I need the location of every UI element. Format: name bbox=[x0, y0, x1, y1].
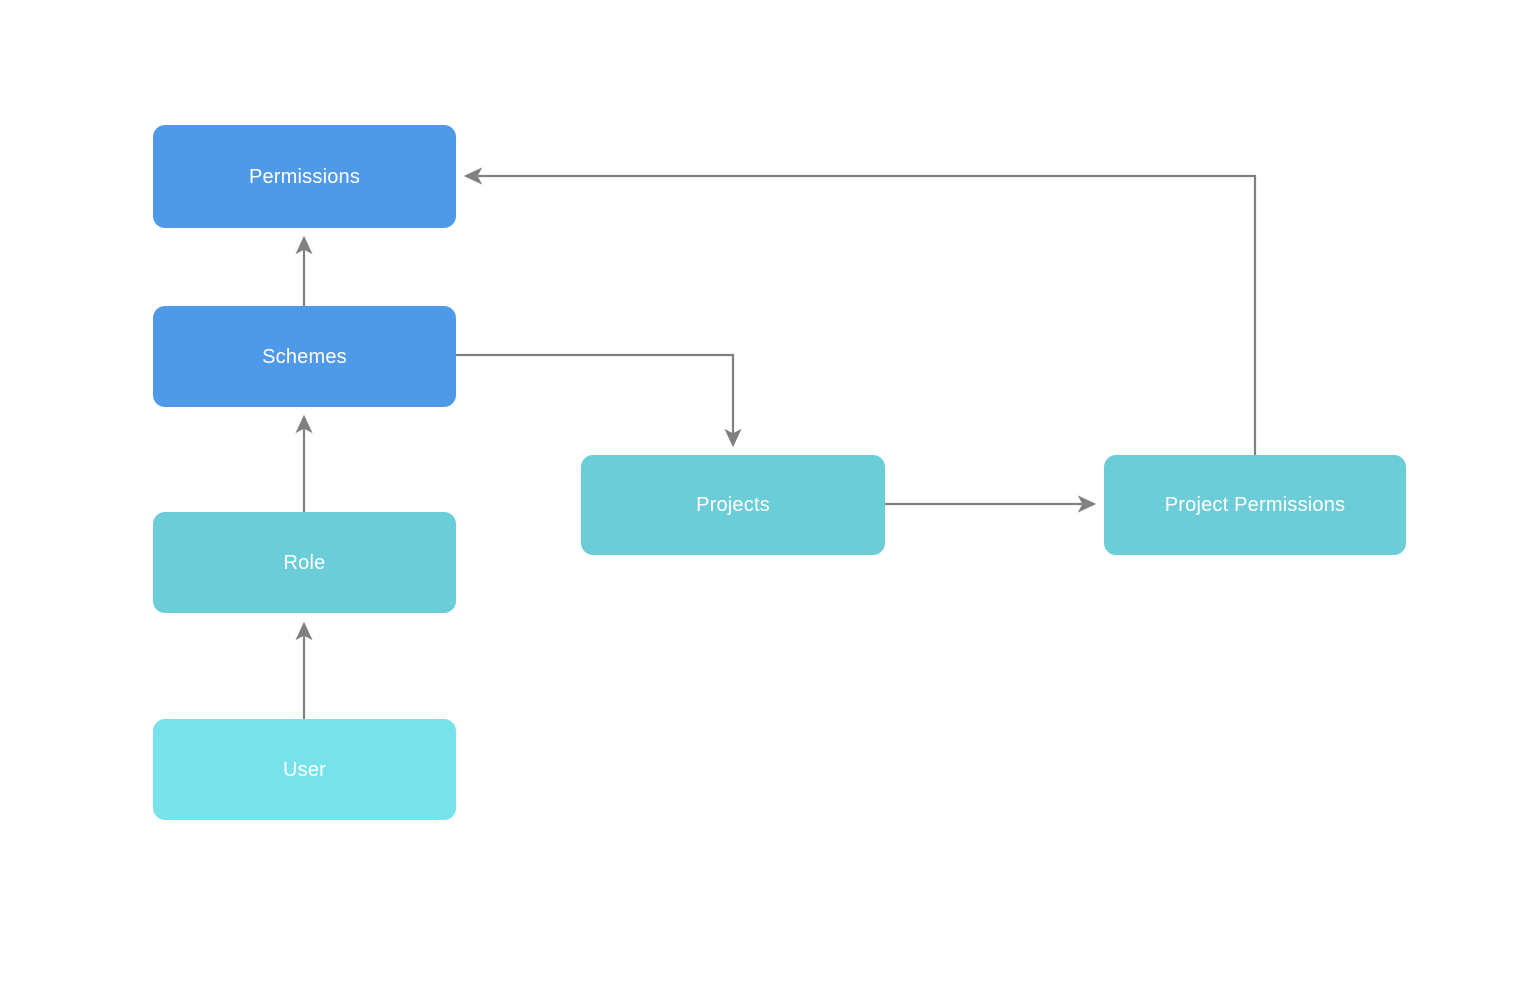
node-role-label: Role bbox=[283, 551, 326, 574]
node-project-permissions-label: Project Permissions bbox=[1164, 494, 1346, 516]
node-projects[interactable]: Projects bbox=[581, 455, 885, 555]
edge-project-permissions-to-permissions bbox=[463, 167, 1257, 455]
node-projects-label: Projects bbox=[696, 494, 770, 516]
node-permissions[interactable]: Permissions bbox=[153, 125, 456, 228]
node-schemes-label: Schemes bbox=[262, 345, 347, 368]
node-role[interactable]: Role bbox=[153, 512, 456, 613]
node-permissions-label: Permissions bbox=[248, 165, 361, 188]
node-project-permissions[interactable]: Project Permissions bbox=[1104, 455, 1406, 555]
node-schemes[interactable]: Schemes bbox=[153, 306, 456, 407]
node-user-label: User bbox=[282, 758, 327, 781]
node-user[interactable]: User bbox=[153, 719, 456, 820]
edge-schemes-to-projects bbox=[456, 353, 742, 448]
